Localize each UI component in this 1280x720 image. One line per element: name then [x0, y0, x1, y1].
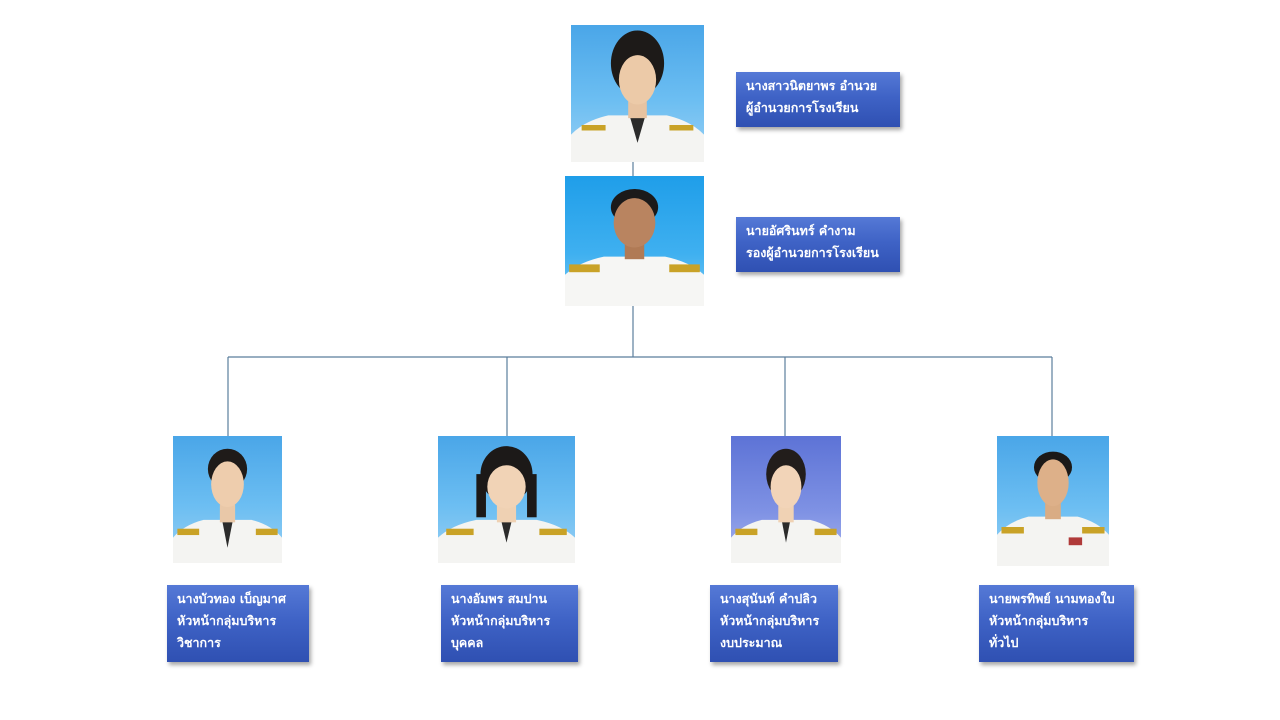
- deputy-label: นายอัศรินทร์ คำงาม รองผู้อำนวยการโรงเรีย…: [736, 217, 900, 272]
- head-department: งบประมาณ: [720, 635, 783, 650]
- head-name: นางบัวทอง เบ็ญมาศ: [177, 591, 286, 606]
- head-name: นางสุนันท์ คำปลิว: [720, 591, 817, 606]
- deputy-name: นายอัศรินทร์ คำงาม: [746, 223, 856, 238]
- head-photo-academic: [173, 436, 282, 563]
- head-position: หัวหน้ากลุ่มบริหาร: [720, 613, 820, 628]
- head-label-personnel: นางอัมพร สมปาน หัวหน้ากลุ่มบริหาร บุคคล: [441, 585, 578, 662]
- head-position: หัวหน้ากลุ่มบริหาร: [451, 613, 551, 628]
- director-label: นางสาวนิตยาพร อำนวย ผู้อำนวยการโรงเรียน: [736, 72, 900, 127]
- head-label-general: นายพรทิพย์ นามทองใบ หัวหน้ากลุ่มบริหาร ท…: [979, 585, 1134, 662]
- head-name: นางอัมพร สมปาน: [451, 591, 548, 606]
- head-name: นายพรทิพย์ นามทองใบ: [989, 591, 1115, 606]
- head-label-academic: นางบัวทอง เบ็ญมาศ หัวหน้ากลุ่มบริหาร วิช…: [167, 585, 309, 662]
- deputy-photo: [565, 176, 704, 306]
- head-photo-general: [997, 436, 1109, 566]
- head-position: หัวหน้ากลุ่มบริหาร: [989, 613, 1089, 628]
- head-position: หัวหน้ากลุ่มบริหาร: [177, 613, 277, 628]
- director-photo: [571, 25, 704, 162]
- head-photo-personnel: [438, 436, 575, 563]
- head-department: ทั่วไป: [989, 635, 1019, 650]
- head-department: วิชาการ: [177, 635, 221, 650]
- deputy-position: รองผู้อำนวยการโรงเรียน: [746, 245, 879, 260]
- director-name: นางสาวนิตยาพร อำนวย: [746, 78, 878, 93]
- director-position: ผู้อำนวยการโรงเรียน: [746, 100, 859, 115]
- head-label-budget: นางสุนันท์ คำปลิว หัวหน้ากลุ่มบริหาร งบป…: [710, 585, 838, 662]
- head-department: บุคคล: [451, 635, 484, 650]
- head-photo-budget: [731, 436, 841, 563]
